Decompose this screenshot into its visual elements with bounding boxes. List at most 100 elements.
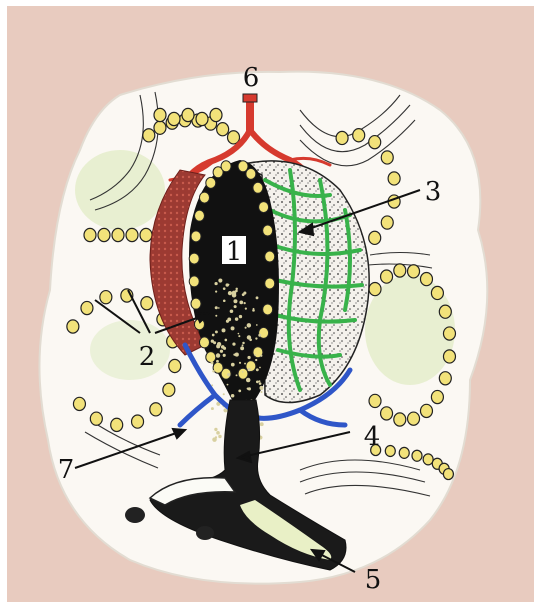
cell — [182, 108, 194, 121]
granule — [260, 355, 262, 357]
granule — [212, 334, 215, 337]
label-3: 3 — [425, 177, 442, 207]
granule — [223, 347, 226, 350]
cell — [420, 404, 432, 417]
label-4: 4 — [364, 422, 381, 452]
cell — [408, 412, 420, 425]
cell — [439, 305, 451, 318]
granule — [214, 282, 217, 285]
cell — [443, 469, 453, 480]
cell — [408, 265, 420, 278]
cell — [394, 264, 406, 277]
granule — [239, 301, 243, 305]
granule — [245, 327, 247, 329]
granule — [212, 370, 214, 372]
granule — [242, 342, 244, 344]
granule — [252, 309, 255, 312]
granule — [223, 393, 225, 395]
cell — [265, 251, 275, 262]
granule — [255, 359, 257, 361]
granule — [223, 287, 226, 290]
granule — [258, 334, 261, 337]
cell — [381, 270, 393, 283]
granule — [239, 362, 241, 364]
cell — [67, 320, 79, 333]
granule — [256, 324, 258, 326]
granule — [215, 315, 217, 317]
granule — [213, 341, 216, 344]
granule — [227, 384, 229, 386]
cell — [73, 397, 85, 410]
granule — [223, 299, 226, 302]
granule — [218, 307, 220, 309]
granule — [217, 342, 221, 346]
granule — [234, 305, 237, 308]
granule — [259, 386, 263, 390]
cell — [228, 131, 240, 144]
cell — [420, 272, 432, 285]
granule — [238, 335, 240, 337]
granule — [245, 308, 247, 310]
granule — [216, 353, 220, 357]
cell — [353, 129, 365, 142]
cell — [394, 413, 406, 426]
cell — [265, 278, 275, 289]
granule — [247, 356, 250, 359]
cell — [143, 129, 155, 142]
cell — [369, 136, 381, 149]
cell — [140, 228, 152, 241]
cell — [253, 182, 263, 193]
granule — [247, 323, 251, 327]
cell — [399, 447, 409, 458]
granule — [233, 299, 237, 303]
cell — [381, 407, 393, 420]
cell — [168, 112, 180, 125]
granule — [231, 363, 235, 367]
granule — [215, 306, 218, 309]
cell — [141, 297, 153, 310]
cell — [112, 228, 124, 241]
cell — [246, 168, 256, 179]
cell — [150, 403, 162, 416]
granule — [232, 343, 235, 346]
granule — [248, 368, 251, 371]
granule — [254, 354, 256, 356]
cell — [388, 172, 400, 185]
granule — [222, 345, 224, 347]
granule — [232, 291, 237, 296]
cell — [126, 228, 138, 241]
granule — [215, 291, 217, 293]
granule — [238, 333, 240, 335]
artery-cut-end — [243, 94, 257, 102]
granule — [214, 428, 217, 431]
cell — [84, 228, 96, 241]
cell — [238, 368, 248, 379]
granule — [227, 373, 230, 376]
granule — [220, 350, 223, 353]
cell — [381, 216, 393, 229]
cell — [336, 131, 348, 144]
label-1: 1 — [226, 237, 243, 267]
granule — [216, 431, 220, 435]
cell — [259, 202, 269, 213]
cell — [210, 108, 222, 121]
granule — [231, 394, 235, 398]
cell — [412, 450, 422, 461]
granule — [246, 378, 250, 382]
cell — [98, 228, 110, 241]
cell — [206, 352, 216, 363]
granule — [242, 344, 244, 346]
duct-cut-end — [196, 526, 214, 540]
granule — [218, 278, 222, 282]
granule — [256, 296, 259, 299]
granule — [228, 284, 230, 286]
cell — [221, 161, 231, 172]
cell — [194, 210, 204, 221]
granule — [242, 293, 245, 296]
cell — [385, 445, 395, 456]
granule — [211, 407, 214, 410]
cell — [132, 415, 144, 428]
cell — [169, 359, 181, 372]
cell — [217, 123, 229, 136]
